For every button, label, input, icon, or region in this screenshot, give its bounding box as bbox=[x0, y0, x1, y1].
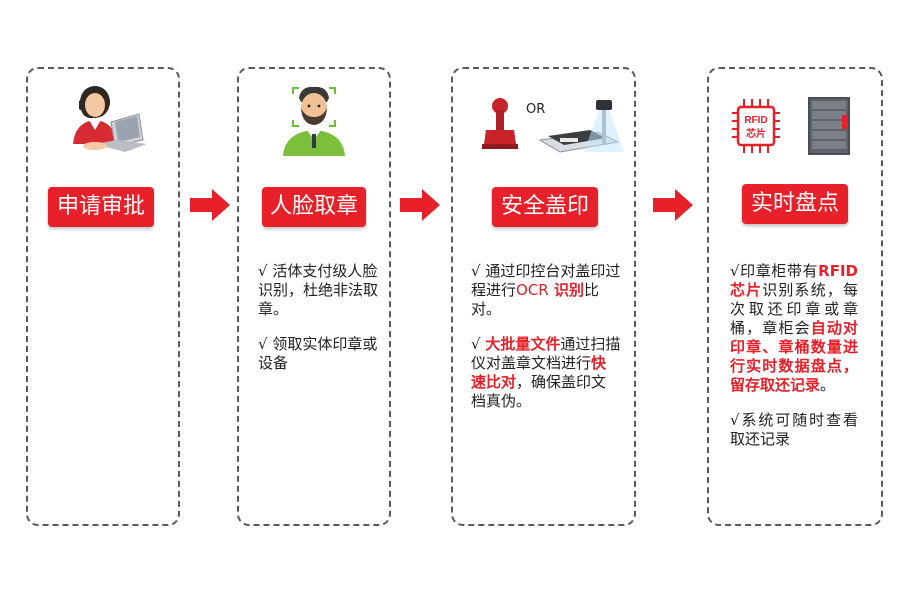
step-label-stamp: 安全盖印 bbox=[492, 187, 598, 227]
chip-label-rfid: RFID bbox=[744, 115, 767, 126]
step-card-inventory bbox=[707, 67, 883, 526]
flow-arrow-3 bbox=[653, 189, 693, 221]
step-desc-inventory: √印章柜带有RFID 芯片识别系统，每次取还印章或章桶，章柜会自动对印章、章桶数… bbox=[730, 262, 858, 465]
step-label-inventory: 实时盘点 bbox=[742, 184, 848, 224]
step-label-apply: 申请审批 bbox=[48, 187, 154, 227]
customer-service-agent-icon bbox=[55, 82, 155, 157]
flow-arrow-2 bbox=[400, 189, 440, 221]
desc-face-point-1: √ 活体支付级人脸识别，杜绝非法取章。 bbox=[258, 262, 379, 318]
rfid-chip-cabinet-icon: RFID 芯片 bbox=[730, 95, 860, 157]
step-card-stamp bbox=[451, 67, 636, 526]
stamp-and-scanner-icon bbox=[478, 92, 628, 158]
desc-stamp-point-1: √ 通过印控台对盖印过程进行OCR 识别比对。 bbox=[471, 262, 621, 318]
face-recognition-person-icon bbox=[271, 84, 357, 156]
desc-inventory-point-2: √系统可随时查看取还记录 bbox=[730, 411, 858, 448]
chip-label-xinpian: 芯片 bbox=[746, 127, 766, 140]
step-card-apply bbox=[26, 67, 180, 526]
step-desc-face: √ 活体支付级人脸识别，杜绝非法取章。 √ 领取实体印章或设备 bbox=[258, 262, 378, 389]
step-card-face bbox=[237, 67, 391, 526]
or-text: OR bbox=[526, 102, 546, 117]
desc-face-point-2: √ 领取实体印章或设备 bbox=[258, 335, 378, 372]
flow-arrow-1 bbox=[190, 189, 230, 221]
step-label-face: 人脸取章 bbox=[262, 187, 366, 227]
desc-inventory-point-1: √印章柜带有RFID 芯片识别系统，每次取还印章或章桶，章柜会自动对印章、章桶数… bbox=[730, 262, 858, 394]
step-desc-stamp: √ 通过印控台对盖印过程进行OCR 识别比对。 √ 大批量文件通过扫描仪对盖章文… bbox=[471, 262, 621, 427]
desc-stamp-point-2: √ 大批量文件通过扫描仪对盖章文档进行快速比对，确保盖印文档真伪。 bbox=[471, 335, 621, 410]
